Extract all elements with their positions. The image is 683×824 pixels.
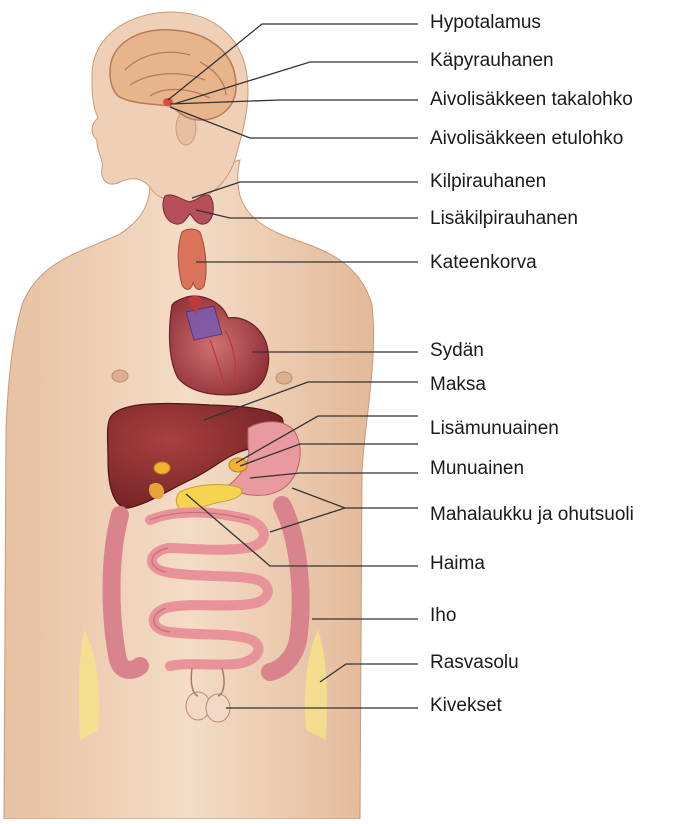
label-liver: Maksa [430, 374, 486, 396]
label-thymus: Kateenkorva [430, 252, 537, 274]
label-stomach-intestine: Mahalaukku ja ohutsuoli [430, 504, 634, 526]
label-anterior-pituitary: Aivolisäkkeen etulohko [430, 128, 623, 150]
label-hypothalamus: Hypotalamus [430, 12, 541, 34]
label-thyroid: Kilpirauhanen [430, 171, 546, 193]
label-pineal-gland: Käpyrauhanen [430, 50, 554, 72]
thymus-gland [178, 229, 206, 289]
label-skin: Iho [430, 605, 456, 627]
label-parathyroid: Lisäkilpirauhanen [430, 208, 578, 230]
label-posterior-pituitary: Aivolisäkkeen takalohko [430, 89, 633, 111]
label-adrenal: Lisämunuainen [430, 418, 559, 440]
label-testes: Kivekset [430, 695, 502, 717]
label-heart: Sydän [430, 340, 484, 362]
label-adipocyte: Rasvasolu [430, 652, 519, 674]
label-pancreas: Haima [430, 553, 485, 575]
label-kidney: Munuainen [430, 458, 524, 480]
